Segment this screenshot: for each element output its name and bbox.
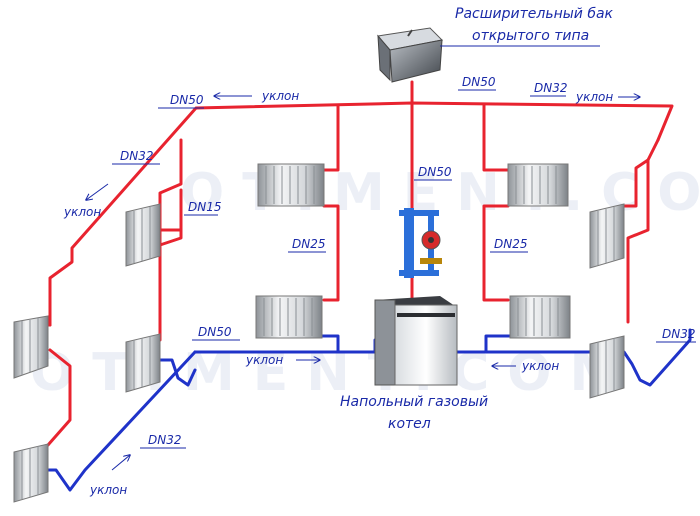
expansion-tank-icon bbox=[377, 27, 444, 83]
boiler-title-line2: котел bbox=[388, 416, 431, 432]
radiator-icon bbox=[509, 295, 571, 339]
boiler-icon bbox=[374, 296, 458, 386]
supply-mid-left-down bbox=[158, 188, 183, 342]
radiators bbox=[13, 163, 625, 503]
return-left-diagonal bbox=[40, 350, 197, 492]
radiator-icon bbox=[257, 163, 325, 207]
label-dn15: DN15 bbox=[188, 200, 222, 214]
tank-title-line1: Расширительный бак bbox=[455, 6, 614, 22]
radiator-icon bbox=[13, 443, 49, 503]
tank-title-line2: открытого типа bbox=[472, 28, 589, 44]
supply-right-upper bbox=[622, 158, 650, 208]
radiator-icon bbox=[589, 335, 625, 399]
label-slope-return-right: уклон bbox=[521, 359, 559, 373]
label-dn50-center: DN50 bbox=[418, 165, 452, 179]
label-dn32-return-left: DN32 bbox=[148, 433, 182, 447]
label-dn32-left: DN32 bbox=[120, 149, 154, 163]
label-dn25-left: DN25 bbox=[292, 237, 326, 251]
slope-arrow-return-bottom-icon bbox=[111, 455, 130, 471]
label-slope-left: уклон bbox=[63, 205, 101, 219]
radiator-icon bbox=[507, 163, 569, 207]
label-dn32-top-right: DN32 bbox=[534, 81, 568, 95]
supply-center-left-branch bbox=[322, 104, 340, 172]
return-center-right bbox=[484, 334, 512, 354]
radiator-icon bbox=[125, 333, 161, 393]
radiator-icon bbox=[589, 203, 625, 269]
label-slope-top-left: уклон bbox=[261, 89, 299, 103]
slope-arrow-diag-icon bbox=[86, 183, 109, 200]
supply-right-branch bbox=[626, 138, 660, 324]
pump-manifold-top bbox=[399, 210, 439, 216]
radiator-icon bbox=[13, 315, 49, 379]
labels: Расширительный бак открытого типа Наполь… bbox=[63, 6, 696, 497]
pump-group bbox=[399, 208, 442, 278]
valve-icon bbox=[420, 258, 442, 264]
label-slope-return-center: уклон bbox=[245, 353, 283, 367]
supply-center-left-loop bbox=[322, 204, 340, 302]
bypass-pipe-vertical bbox=[404, 208, 414, 278]
supply-center-right-loop bbox=[482, 204, 510, 302]
supply-center-right-branch bbox=[482, 102, 510, 172]
label-slope-top-right: уклон bbox=[575, 90, 613, 104]
return-left-radiator bbox=[158, 358, 197, 387]
return-center-left bbox=[320, 334, 340, 354]
radiator-icon bbox=[255, 295, 323, 339]
radiator-icon bbox=[125, 203, 161, 267]
pump-manifold-bottom bbox=[399, 270, 439, 276]
label-dn25-right: DN25 bbox=[494, 237, 528, 251]
pump-hub bbox=[428, 237, 434, 243]
label-dn50-return: DN50 bbox=[198, 325, 232, 339]
label-slope-return-bottom: уклон bbox=[89, 483, 127, 497]
boiler-title-line1: Напольный газовый bbox=[340, 394, 488, 410]
supply-far-left-down bbox=[46, 348, 72, 447]
label-dn32-return-right: DN32 bbox=[662, 327, 696, 341]
label-dn50-top: DN50 bbox=[170, 93, 204, 107]
label-dn50-top-right: DN50 bbox=[462, 75, 496, 89]
